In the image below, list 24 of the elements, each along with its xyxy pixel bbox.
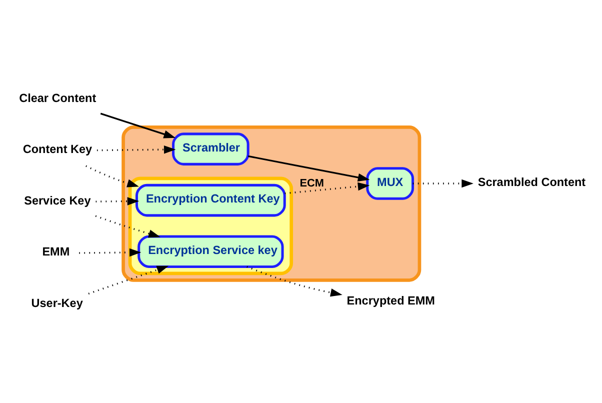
arrow [100,112,176,138]
node-box: Encryption Content Key [135,183,286,216]
node-box: Scrambler [172,132,250,165]
node-text: User-Key [31,296,83,310]
arrow [248,154,370,182]
edge-label: ECM [300,176,324,189]
arrow [88,265,169,294]
node-text: Scrambled Content [478,175,586,188]
arrow [95,214,160,238]
node-box: Encryption Service key [138,234,284,268]
arrow [86,164,139,187]
node-box: MUX [366,166,414,200]
arrow [79,248,142,256]
node-text: EMM [42,245,70,258]
cluster [122,125,422,282]
node-text: Clear Content [19,91,96,104]
arrow [412,178,474,188]
node-text: Service Key [24,194,91,207]
arrow [96,144,176,154]
arrow [96,196,140,205]
arrow [284,182,370,194]
arrow [246,265,342,296]
node-text: Encrypted EMM [346,294,435,307]
node-text: Content Key [22,142,92,156]
